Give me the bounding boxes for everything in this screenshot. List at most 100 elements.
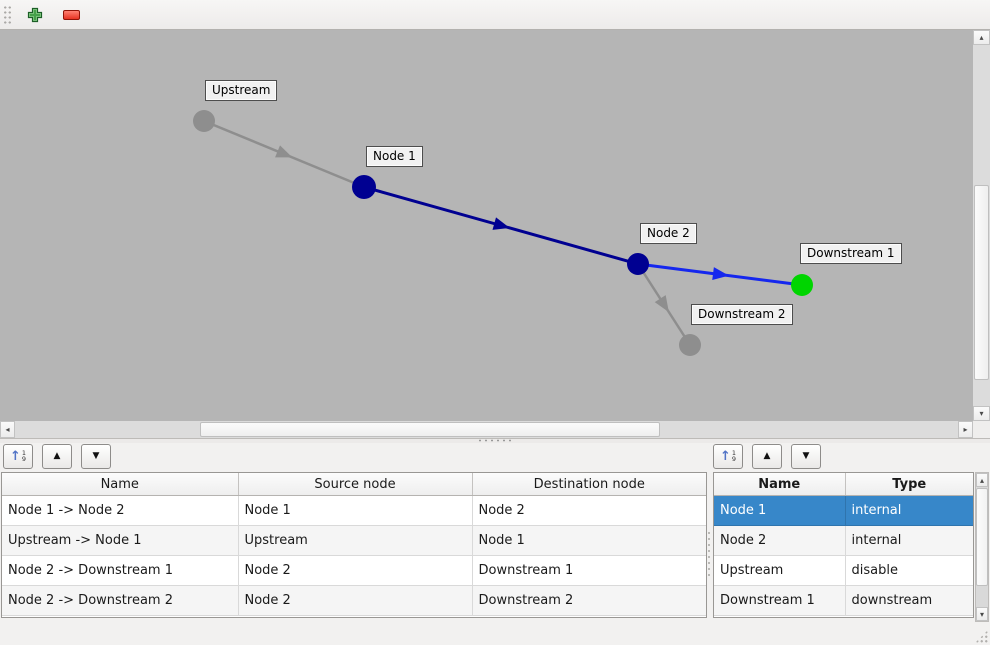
table-cell: Downstream 1: [472, 555, 706, 586]
node-label[interactable]: Node 1: [366, 146, 423, 167]
table-cell: Node 1 -> Node 2: [2, 495, 239, 526]
table-cell: Node 2 -> Downstream 2: [2, 585, 239, 616]
vertical-splitter[interactable]: [706, 530, 712, 576]
remove-node-button[interactable]: [58, 2, 84, 27]
table-cell: Node 2: [714, 525, 846, 556]
table-cell: Node 1: [714, 495, 846, 526]
node-col-name[interactable]: Name: [714, 473, 846, 496]
edge-arrow-icon: [712, 267, 729, 281]
table-cell: disable: [845, 555, 973, 586]
main-toolbar: [0, 0, 990, 30]
horizontal-scroll-thumb[interactable]: [200, 422, 660, 437]
table-cell: Node 1: [238, 495, 473, 526]
table-cell: internal: [845, 495, 973, 526]
edge-arrow-icon: [654, 295, 669, 313]
graph-svg: [193, 110, 813, 356]
scroll-up-button[interactable]: ▴: [973, 30, 990, 45]
node-table-scrollbar[interactable]: ▴ ▾: [975, 472, 989, 622]
scroll-left-icon: ◂: [5, 425, 10, 434]
node-table-scroll-thumb[interactable]: [976, 488, 988, 586]
scroll-right-icon: ▸: [963, 425, 968, 434]
edge-arrow-icon: [492, 217, 510, 230]
node-move-down-button[interactable]: ▼: [791, 444, 821, 469]
graph-node[interactable]: [352, 175, 376, 199]
down-triangle-icon: ▼: [802, 451, 810, 461]
scroll-up-icon: ▴: [979, 33, 984, 42]
table-cell: Downstream 1: [714, 585, 846, 616]
table-cell: downstream: [845, 585, 973, 616]
edge-table: Name Source node Destination node Node 1…: [1, 472, 707, 618]
horizontal-splitter[interactable]: [0, 438, 990, 443]
status-bar: [0, 630, 990, 645]
graph-node[interactable]: [627, 253, 649, 275]
scrollbar-corner: [973, 421, 990, 438]
scroll-left-button[interactable]: ◂: [0, 421, 15, 438]
table-cell: Node 2 -> Downstream 1: [2, 555, 239, 586]
scroll-right-button[interactable]: ▸: [958, 421, 973, 438]
table-cell: Node 2: [238, 585, 473, 616]
up-triangle-icon: ▲: [53, 451, 61, 461]
table-cell: Node 1: [472, 525, 706, 556]
scroll-down-icon: ▾: [979, 609, 984, 619]
scroll-up-button[interactable]: ▴: [976, 473, 988, 487]
edge-move-down-button[interactable]: ▼: [81, 444, 111, 469]
scroll-down-button[interactable]: ▾: [973, 406, 990, 421]
canvas-vertical-scrollbar[interactable]: ▴ ▾: [973, 30, 990, 421]
node-label[interactable]: Downstream 2: [691, 304, 793, 325]
down-triangle-icon: ▼: [92, 451, 100, 461]
toolbar-grip[interactable]: [3, 4, 12, 25]
edge-move-up-button[interactable]: ▲: [42, 444, 72, 469]
window-resize-grip[interactable]: [975, 630, 988, 643]
node-move-up-button[interactable]: ▲: [752, 444, 782, 469]
table-cell: Node 2: [472, 495, 706, 526]
canvas-horizontal-scrollbar[interactable]: ◂ ▸: [0, 421, 973, 438]
edge-table-header-row: Name Source node Destination node: [2, 473, 706, 496]
node-label[interactable]: Upstream: [205, 80, 278, 101]
scroll-down-button[interactable]: ▾: [976, 607, 988, 621]
table-cell: Downstream 2: [472, 585, 706, 616]
node-label[interactable]: Downstream 1: [800, 243, 902, 264]
table-cell: Node 2: [238, 555, 473, 586]
node-table-header-row: Name Type: [714, 473, 973, 496]
edge-col-source[interactable]: Source node: [238, 473, 473, 496]
graph-node[interactable]: [193, 110, 215, 132]
scroll-up-icon: ▴: [979, 475, 984, 485]
node-col-type[interactable]: Type: [845, 473, 973, 496]
edge-col-name[interactable]: Name: [2, 473, 239, 496]
table-cell: Upstream: [714, 555, 846, 586]
graph-node[interactable]: [679, 334, 701, 356]
minus-icon: [62, 9, 80, 20]
add-node-button[interactable]: [22, 2, 48, 27]
table-cell: Upstream -> Node 1: [2, 525, 239, 556]
table-cell: internal: [845, 525, 973, 556]
edge-arrow-icon: [275, 145, 293, 158]
node-label[interactable]: Node 2: [640, 223, 697, 244]
table-cell: Upstream: [238, 525, 473, 556]
up-triangle-icon: ▲: [763, 451, 771, 461]
plus-icon: [27, 7, 43, 22]
scroll-down-icon: ▾: [979, 409, 984, 418]
edge-col-destination[interactable]: Destination node: [472, 473, 706, 496]
vertical-scroll-thumb[interactable]: [974, 185, 989, 380]
graph-node[interactable]: [791, 274, 813, 296]
